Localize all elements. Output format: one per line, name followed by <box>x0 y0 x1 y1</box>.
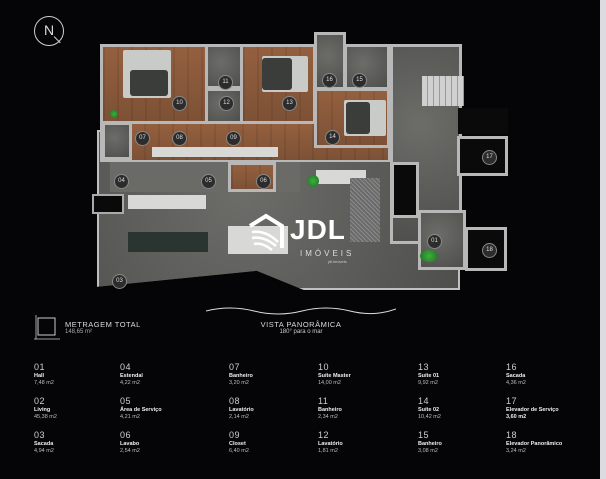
jdl-logo-icon <box>248 213 284 251</box>
room-marker-04: 04 <box>114 174 129 189</box>
legend-item: 07 Banheiro 3,20 m2 <box>229 362 253 386</box>
legend-item: 05 Área de Serviço 4,21 m2 <box>120 396 162 420</box>
room-marker-18: 18 <box>482 243 497 258</box>
room-marker-10: 10 <box>172 96 187 111</box>
room-marker-05: 05 <box>201 174 216 189</box>
plant <box>420 250 438 262</box>
room-marker-12: 12 <box>219 96 234 111</box>
legend-item: 04 Estendal 4,22 m2 <box>120 362 143 386</box>
service-counter <box>128 195 206 209</box>
shaft <box>92 194 124 214</box>
legend-item: 02 Living 45,38 m2 <box>34 396 57 420</box>
legend-item: 01 Hall 7,48 m2 <box>34 362 54 386</box>
legend-item: 09 Closet 6,40 m2 <box>229 430 249 454</box>
legend-item: 10 Suíte Master 14,00 m2 <box>318 362 351 386</box>
area-square-icon <box>34 315 60 340</box>
room-marker-08: 08 <box>172 131 187 146</box>
bench <box>152 147 278 157</box>
plant <box>307 175 319 187</box>
shaft-top <box>458 108 508 134</box>
legend-item: 08 Lavatório 2,14 m2 <box>229 396 254 420</box>
duvet-suite-01 <box>262 58 292 90</box>
room-marker-11: 11 <box>218 75 233 90</box>
kitchen-island <box>128 232 208 252</box>
panoramic-view-sub: 180° para o mar <box>279 329 323 335</box>
plant <box>110 110 118 118</box>
north-arrow-icon: N <box>34 16 64 46</box>
legend-item: 15 Banheiro 3,08 m2 <box>418 430 442 454</box>
room-marker-16: 16 <box>322 73 337 88</box>
legend-item: 18 Elevador Panorâmico 3,24 m2 <box>506 430 563 454</box>
room-marker-13: 13 <box>282 96 297 111</box>
room-marker-09: 09 <box>226 131 241 146</box>
legend-item: 12 Lavatório 1,81 m2 <box>318 430 343 454</box>
legend-item: 14 Suíte 02 10,42 m2 <box>418 396 441 420</box>
rug <box>350 178 380 242</box>
brand-subtitle: IMÓVEIS <box>300 249 355 258</box>
room-marker-06: 06 <box>256 174 271 189</box>
room-marker-01: 01 <box>427 234 442 249</box>
room-marker-14: 14 <box>325 130 340 145</box>
right-edge-strip <box>600 0 606 479</box>
bathroom-15 <box>344 44 390 90</box>
legend-item: 16 Sacada 4,36 m2 <box>506 362 526 386</box>
room-marker-03: 03 <box>112 274 127 289</box>
legend-item: 17 Elevador de Serviço 3,60 m2 <box>506 396 559 420</box>
total-area-value: 148,65 m² <box>65 329 93 335</box>
staircase <box>422 76 464 106</box>
room-marker-15: 15 <box>352 73 367 88</box>
brand-tagline: jdl.imóveis <box>328 259 347 264</box>
shaft-left <box>391 162 419 218</box>
wave-icon <box>206 307 396 315</box>
room-legend: 01 Hall 7,48 m2 02 Living 45,38 m2 03 Sa… <box>34 362 574 472</box>
room-marker-07: 07 <box>135 131 150 146</box>
legend-item: 03 Sacada 4,94 m2 <box>34 430 54 454</box>
bathroom-07 <box>102 122 132 160</box>
total-area-label: METRAGEM TOTAL <box>65 320 141 329</box>
hall-01 <box>418 210 466 270</box>
floor-plan: 10 11 12 13 16 15 14 07 08 09 04 05 06 0… <box>92 32 508 290</box>
duvet-master <box>130 70 168 96</box>
brand-name: JDL <box>290 214 346 245</box>
legend-item: 06 Lavabo 2,54 m2 <box>120 430 140 454</box>
room-marker-17: 17 <box>482 150 497 165</box>
panoramic-view-label: VISTA PANORÂMICA <box>260 320 342 329</box>
legend-item: 11 Banheiro 2,34 m2 <box>318 396 342 420</box>
duvet-suite-02 <box>346 102 370 134</box>
legend-item: 13 Suíte 01 9,92 m2 <box>418 362 440 386</box>
